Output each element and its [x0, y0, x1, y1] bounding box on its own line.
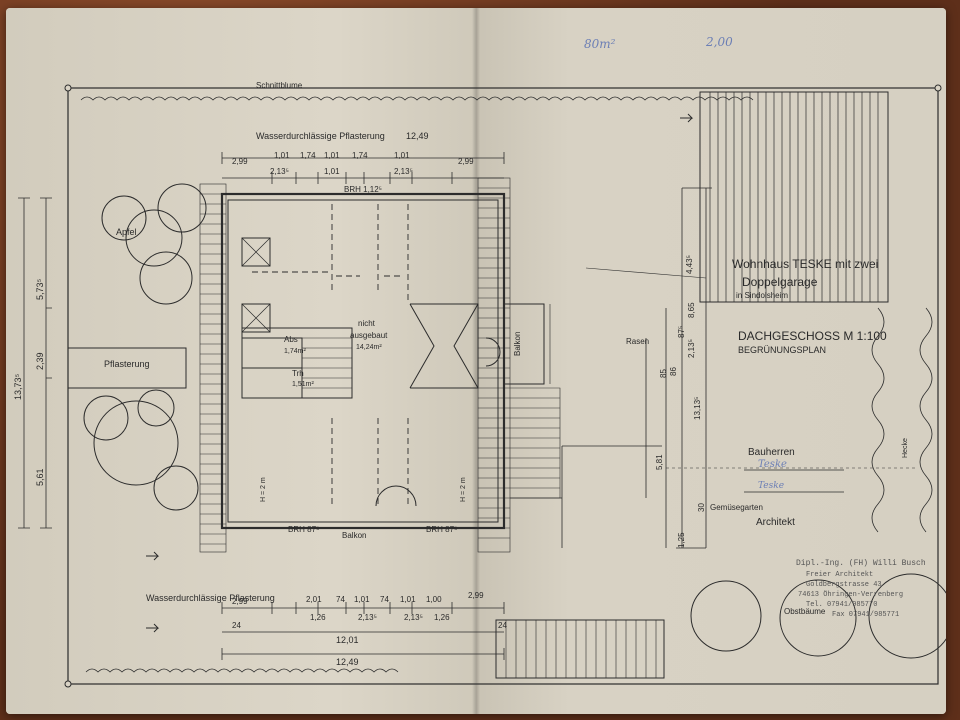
dim-right-b: 8,65 [687, 302, 696, 318]
dim-right-i: 1,25 [677, 532, 686, 548]
sheet-left-page [6, 8, 476, 714]
dim-top-total: 12,49 [406, 131, 429, 141]
dim-left-c: 5,61 [35, 468, 45, 486]
dim-left-b: 2,39 [35, 352, 45, 370]
blueprint-sheet: 80m² 2,00 Schnittblume Wasserdurchlässig… [6, 8, 946, 714]
dim-bottom-s3: 2,13⁵ [404, 613, 423, 622]
stamp-line-3: Goldbergstrasse 43 [806, 581, 882, 589]
room-balkon-bottom: Balkon [342, 531, 367, 540]
stamp-line-2: Freier Architekt [806, 571, 874, 579]
dim-right-c: 87⁵ [677, 325, 686, 338]
room-abs-area: 1,74m² [284, 348, 306, 355]
room-h-right: H = 2 m [460, 477, 467, 502]
room-balkon-right: Balkon [513, 331, 522, 356]
dim-top-d3: 1,74 [300, 151, 316, 160]
stamp-line-6: Fax 07941/985771 [832, 611, 900, 619]
dim-top-d5: 1,74 [352, 151, 368, 160]
paving-left-label: Pflasterung [104, 359, 150, 369]
room-trh-area: 1,51m² [292, 381, 314, 388]
title-line-1: Wohnhaus TESKE mit zwei [732, 257, 879, 271]
stamp-line-4: 74613 Öhringen-Verrenberg [798, 591, 904, 599]
dim-right-a: 4,43⁵ [685, 255, 694, 274]
dim-right-d: 85 [659, 369, 668, 378]
plan-subtitle: BEGRÜNUNGSPLAN [738, 345, 827, 355]
dim-top-d6: 1,01 [394, 151, 410, 160]
dim-top-d4: 1,01 [324, 151, 340, 160]
room-brh-br: BRH 87⁵ [426, 525, 458, 534]
dim-top-s2: 1,01 [324, 167, 340, 176]
dim-right-j: 86 [669, 367, 678, 376]
title-line-2: Doppelgarage [742, 275, 818, 289]
dim-left-a: 5,73⁵ [35, 278, 45, 300]
room-nicht: nicht [358, 319, 375, 328]
dim-top-d7: 2,99 [458, 157, 474, 166]
dim-bottom-d6: 1,01 [400, 595, 416, 604]
dim-bottom-d1: 2,99 [232, 597, 248, 606]
dim-bottom-s1: 1,26 [310, 613, 326, 622]
sheet-right-page [476, 8, 946, 714]
dim-top-s3: 2,13⁵ [394, 167, 413, 176]
dim-bottom-left: 24 [232, 621, 241, 630]
bauherren-label: Bauherren [748, 447, 795, 458]
dim-bottom-s2: 2,13⁵ [358, 613, 377, 622]
owner-signature-2: Teske [758, 481, 785, 491]
dim-bottom-d8: 2,99 [468, 591, 484, 600]
room-trh: Trh [292, 369, 304, 378]
stamp-line-1: Dipl.-Ing. (FH) Willi Busch [796, 559, 926, 568]
dim-bottom-inner: 12,01 [336, 635, 359, 645]
dim-right-e: 2,13⁵ [687, 339, 696, 358]
room-h-left: H = 2 m [260, 477, 267, 502]
boundary-top-label: Schnittblume [256, 81, 303, 90]
dim-bottom-total: 12,49 [336, 657, 359, 667]
dim-right-h: 30 [697, 503, 706, 512]
gemuese-label: Gemüsegarten [710, 503, 763, 512]
room-ausgebaut: ausgebaut [350, 331, 388, 340]
owner-signature: Teske [758, 459, 787, 470]
dim-bottom-d5: 74 [380, 595, 389, 604]
stamp-line-5: Tel. 07941/985770 [806, 601, 878, 609]
dim-right-f: 13,13⁵ [693, 396, 702, 420]
hecke-label: Hecke [902, 438, 909, 458]
room-abs: Abs [284, 335, 298, 344]
dim-bottom-d7: 1,00 [426, 595, 442, 604]
dim-top-d1: 2,99 [232, 157, 248, 166]
dim-bottom-d2: 2,01 [306, 595, 322, 604]
architekt-label: Architekt [756, 517, 795, 528]
dim-top-brh: BRH 1,12⁵ [344, 185, 382, 194]
room-brh-bl: BRH 87⁵ [288, 525, 320, 534]
dim-top-d2: 1,01 [274, 151, 290, 160]
handwritten-area: 80m² [584, 37, 616, 51]
paving-bottom-label: Wasserdurchlässige Pflasterung [146, 593, 275, 603]
plan-title: DACHGESCHOSS M 1:100 [738, 329, 887, 343]
tree-obst-label: Obstbäume [784, 607, 826, 616]
handwritten-price: 2,00 [706, 35, 733, 49]
tree-apfel-label: Apfel [116, 227, 137, 237]
dim-top-s1: 2,13⁵ [270, 167, 289, 176]
paving-top-label: Wasserdurchlässige Pflasterung [256, 131, 385, 141]
rasen-label: Rasen [626, 337, 650, 346]
floor-plan-drawing [18, 84, 946, 688]
sheet-fold [472, 8, 480, 714]
dim-bottom-d4: 1,01 [354, 595, 370, 604]
dim-bottom-s4: 1,26 [434, 613, 450, 622]
dim-bottom-d3: 74 [336, 595, 345, 604]
room-area: 14,24m² [356, 344, 382, 351]
title-line-3: in Sindolsheim [736, 291, 789, 300]
dim-right-g: 5,81 [655, 454, 664, 470]
dim-left-total: 13,73⁵ [13, 373, 23, 400]
dim-bottom-right: 24 [498, 621, 507, 630]
